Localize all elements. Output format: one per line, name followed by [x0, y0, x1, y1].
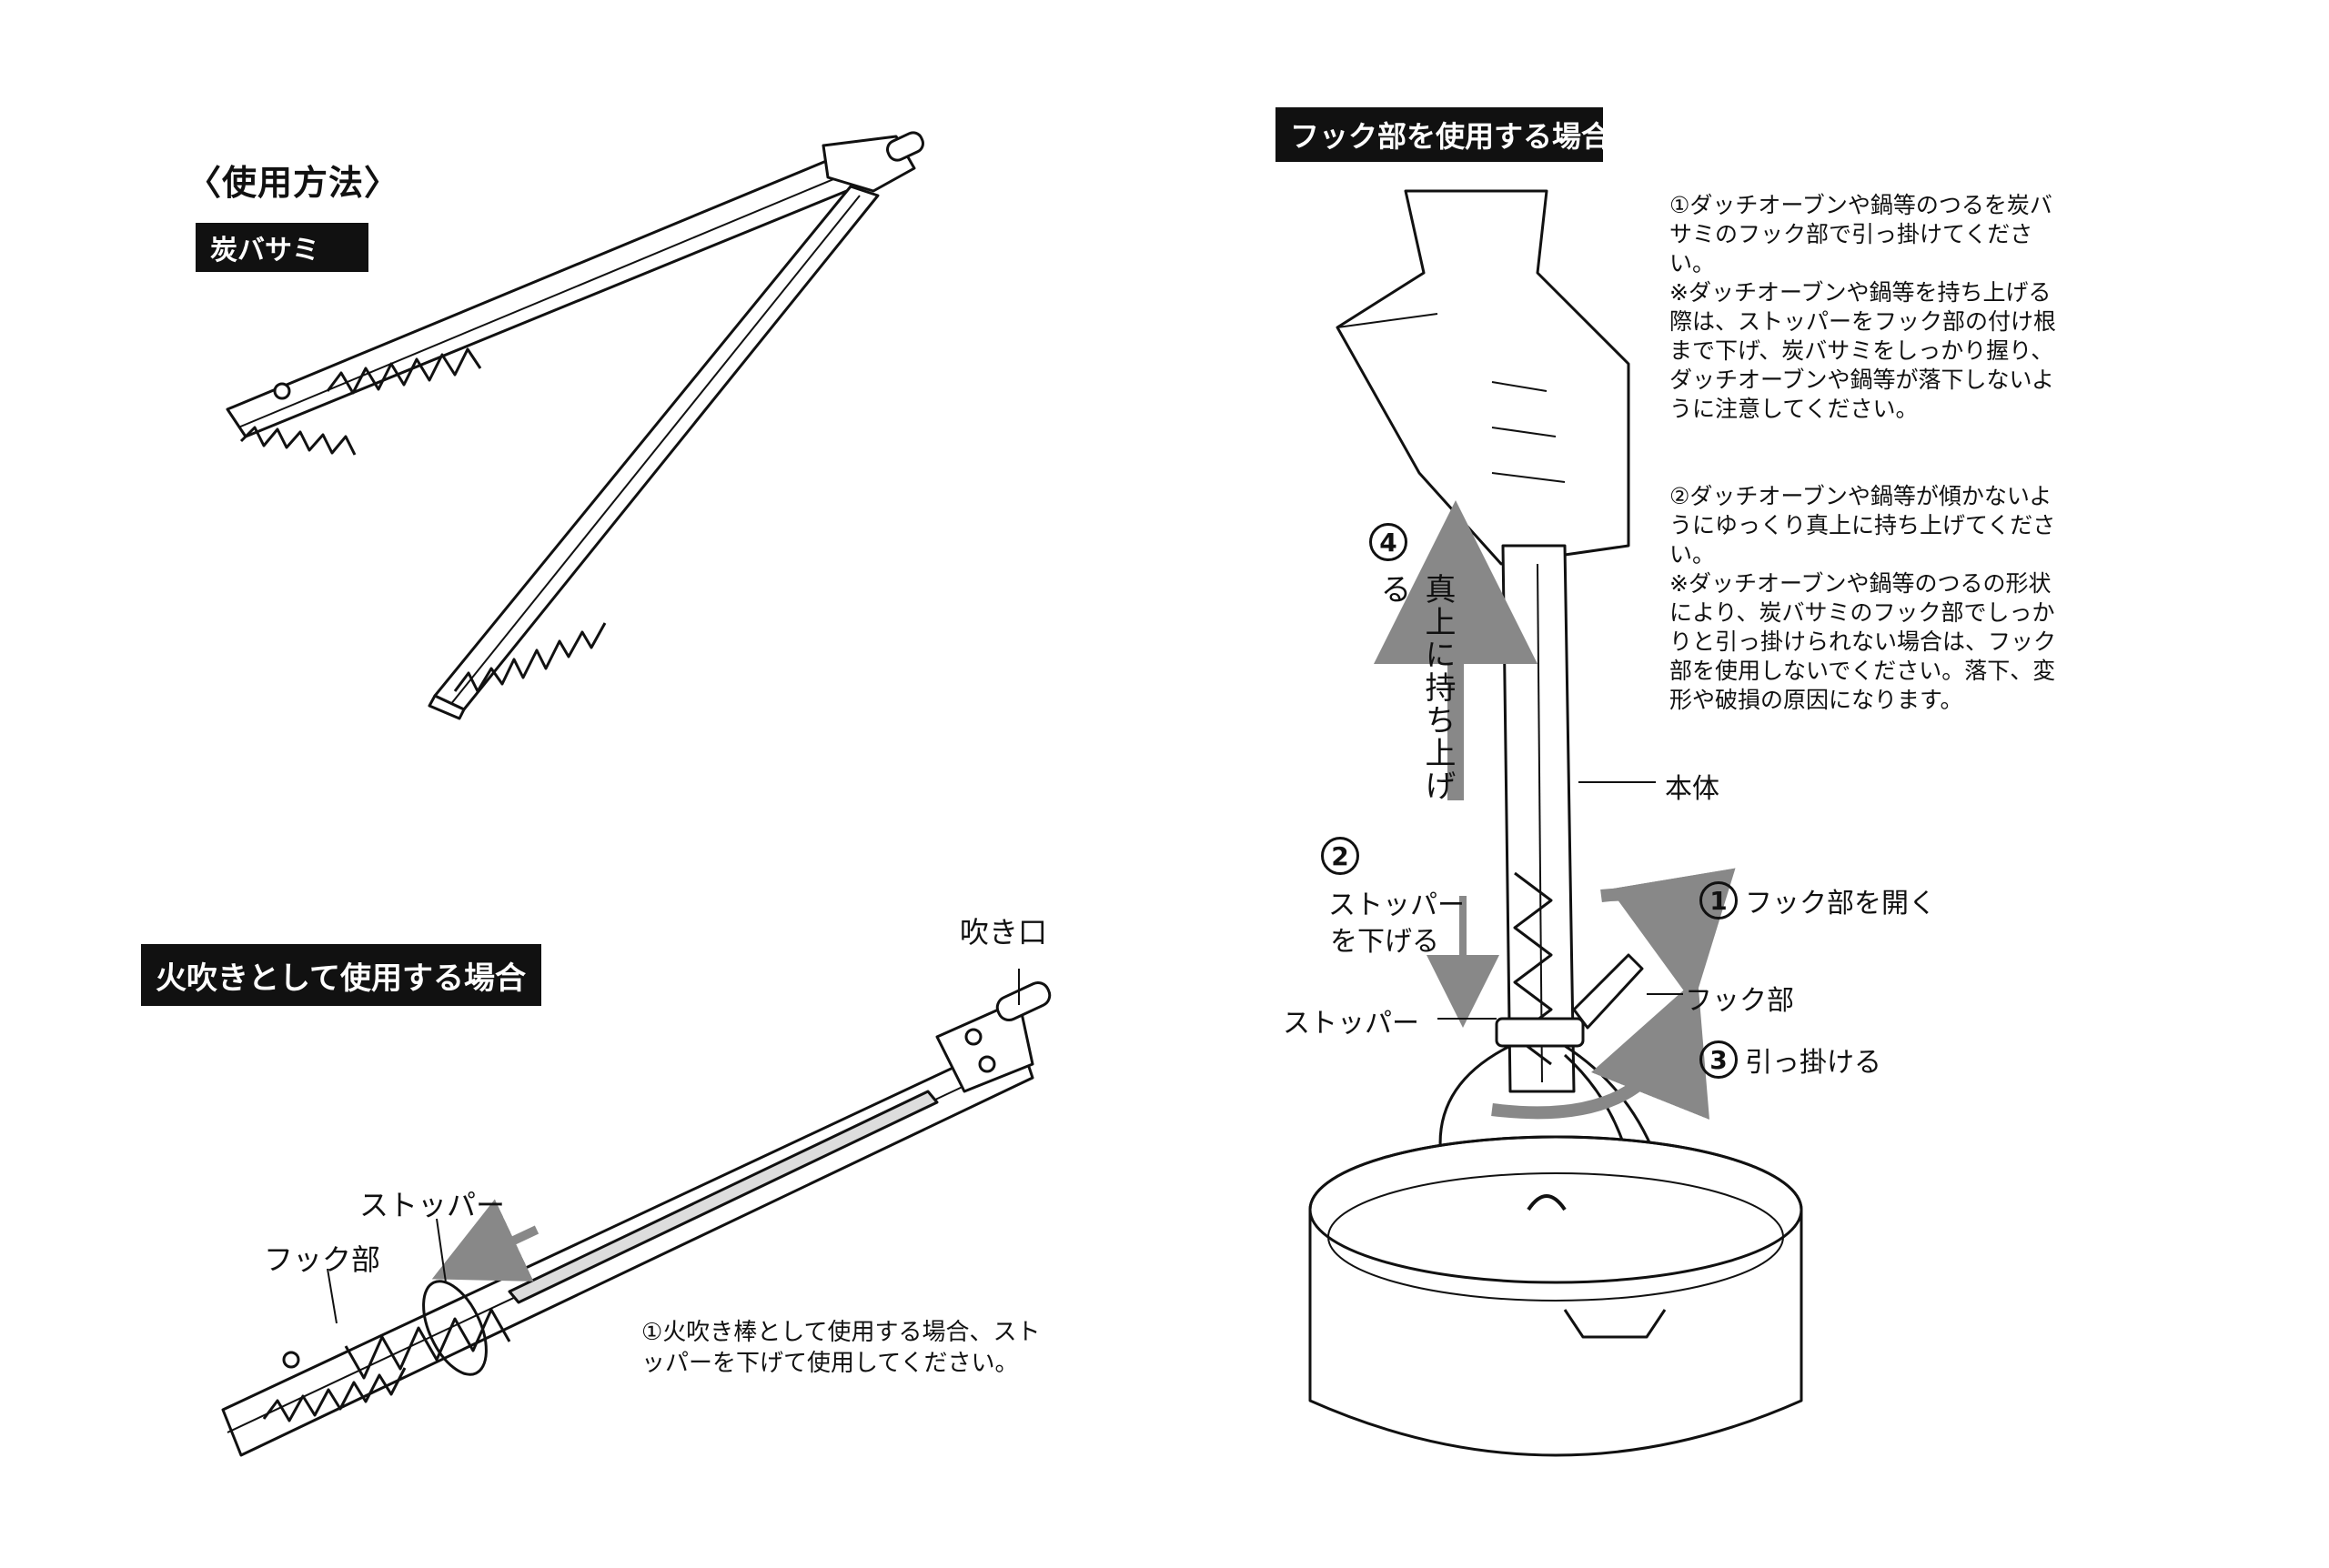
blower-tag: 火吹きとして使用する場合 [141, 944, 541, 1006]
step2-label-1: ストッパー [1328, 882, 1465, 922]
step3: 3 引っ掛ける [1699, 1040, 1881, 1080]
step4-label: 真上に持ち上げる [1371, 573, 1460, 819]
blower-drawing [223, 969, 1054, 1455]
mouthpiece-label: 吹き口 [960, 910, 1047, 951]
step2-number: 2 [1321, 837, 1359, 875]
step2-label-2: を下げる [1330, 919, 1439, 959]
step3-label: 引っ掛ける [1745, 1040, 1881, 1080]
blower-note: ①火吹き棒として使用する場合、ストッパーを下げて使用してください。 [641, 1317, 1051, 1379]
hook-notes-block-2: ②ダッチオーブンや鍋等が傾かないようにゆっくり真上に持ち上げてください。 ※ダッ… [1669, 482, 2061, 715]
hook-part-label: フック部 [1685, 978, 1794, 1018]
body-label: 本体 [1665, 766, 1719, 806]
step4-number: 4 [1369, 523, 1407, 561]
step1-number: 1 [1699, 881, 1738, 920]
step1-label: フック部を開く [1745, 880, 1936, 920]
hook-stopper-label: ストッパー [1283, 1000, 1419, 1040]
hook-note-4: ※ダッチオーブンや鍋等のつるの形状により、炭バサミのフック部でしっかりと引っ掛け… [1669, 569, 2061, 715]
blower-stopper-label: ストッパー [359, 1182, 505, 1224]
step1: 1 フック部を開く [1699, 880, 1936, 920]
hook-note-1: ①ダッチオーブンや鍋等のつるを炭バサミのフック部で引っ掛けてください。 [1669, 191, 2061, 278]
hook-notes-block-1: ①ダッチオーブンや鍋等のつるを炭バサミのフック部で引っ掛けてください。 ※ダッチ… [1669, 191, 2061, 424]
tongs-tag: 炭バサミ [196, 223, 368, 272]
blower-hook-label: フック部 [264, 1237, 380, 1279]
hook-note-2: ※ダッチオーブンや鍋等を持ち上げる際は、ストッパーをフック部の付け根まで下げ、炭… [1669, 278, 2061, 424]
step3-number: 3 [1699, 1040, 1738, 1079]
usage-heading: 〈使用方法〉 [187, 155, 399, 205]
hook-note-3: ②ダッチオーブンや鍋等が傾かないようにゆっくり真上に持ち上げてください。 [1669, 482, 2061, 569]
tongs-drawing [227, 130, 926, 719]
hook-tag: フック部を使用する場合 [1275, 107, 1603, 162]
